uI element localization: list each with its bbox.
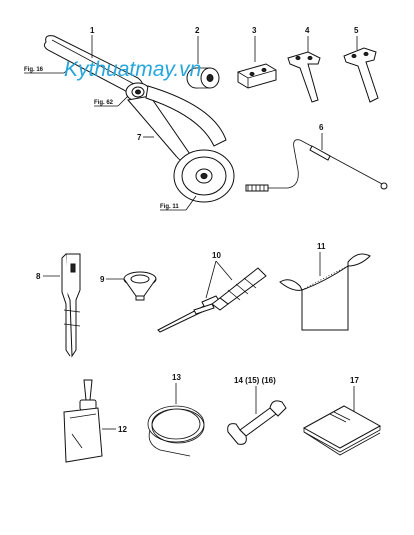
belt-pulley-assembly <box>43 35 235 203</box>
watermark-text: Kythuatmay.vn <box>64 58 201 81</box>
callout-4: 4 <box>305 26 310 52</box>
bracket-part <box>237 63 277 89</box>
tube-coil-part <box>147 405 205 457</box>
svg-text:2: 2 <box>195 26 200 35</box>
fig-16-label: Fig. 16 <box>24 61 77 74</box>
cable-part <box>245 139 388 192</box>
svg-text:7: 7 <box>137 133 142 142</box>
awl-screwdriver-part <box>157 267 267 333</box>
callout-9: 9 <box>100 275 124 284</box>
svg-text:Fig. 62: Fig. 62 <box>94 100 114 106</box>
svg-text:8: 8 <box>36 272 41 281</box>
callout-17: 17 <box>350 376 359 412</box>
wrench-part <box>227 400 287 445</box>
svg-text:9: 9 <box>100 275 105 284</box>
lever-part-5 <box>343 47 379 103</box>
svg-text:Fig. 11: Fig. 11 <box>160 204 179 210</box>
callout-8: 8 <box>36 272 60 281</box>
clamp-part <box>61 253 81 358</box>
callout-6: 6 <box>319 123 324 150</box>
callout-10: 10 <box>205 251 233 299</box>
svg-text:13: 13 <box>172 373 181 382</box>
svg-text:5: 5 <box>354 26 359 35</box>
callout-2: 2 <box>195 26 200 64</box>
lever-part-4 <box>287 51 321 103</box>
callout-14-15-16: 14 (15) (16) <box>234 376 276 414</box>
callout-1: 1 <box>90 26 95 58</box>
oil-bottle-part <box>63 379 103 463</box>
cloth-bag-part <box>279 253 371 331</box>
svg-text:10: 10 <box>212 251 221 260</box>
svg-text:1: 1 <box>90 26 95 35</box>
svg-text:3: 3 <box>252 26 257 35</box>
svg-text:Fig. 16: Fig. 16 <box>24 67 44 73</box>
callout-12: 12 <box>102 425 127 434</box>
callout-7: 7 <box>137 133 154 142</box>
callout-13: 13 <box>172 373 181 404</box>
fig-62-label: Fig. 62 <box>94 95 129 107</box>
fig-11-label: Fig. 11 <box>160 195 197 211</box>
callout-5: 5 <box>354 26 359 50</box>
svg-text:12: 12 <box>118 425 127 434</box>
svg-text:6: 6 <box>319 123 324 132</box>
svg-text:14 (15) (16): 14 (15) (16) <box>234 376 276 385</box>
roller-part <box>186 67 220 89</box>
callout-3: 3 <box>252 26 257 62</box>
callout-11: 11 <box>317 242 326 276</box>
svg-text:4: 4 <box>305 26 310 35</box>
svg-text:11: 11 <box>317 242 326 251</box>
svg-text:17: 17 <box>350 376 359 385</box>
manual-part <box>302 405 382 456</box>
funnel-part <box>123 271 157 301</box>
